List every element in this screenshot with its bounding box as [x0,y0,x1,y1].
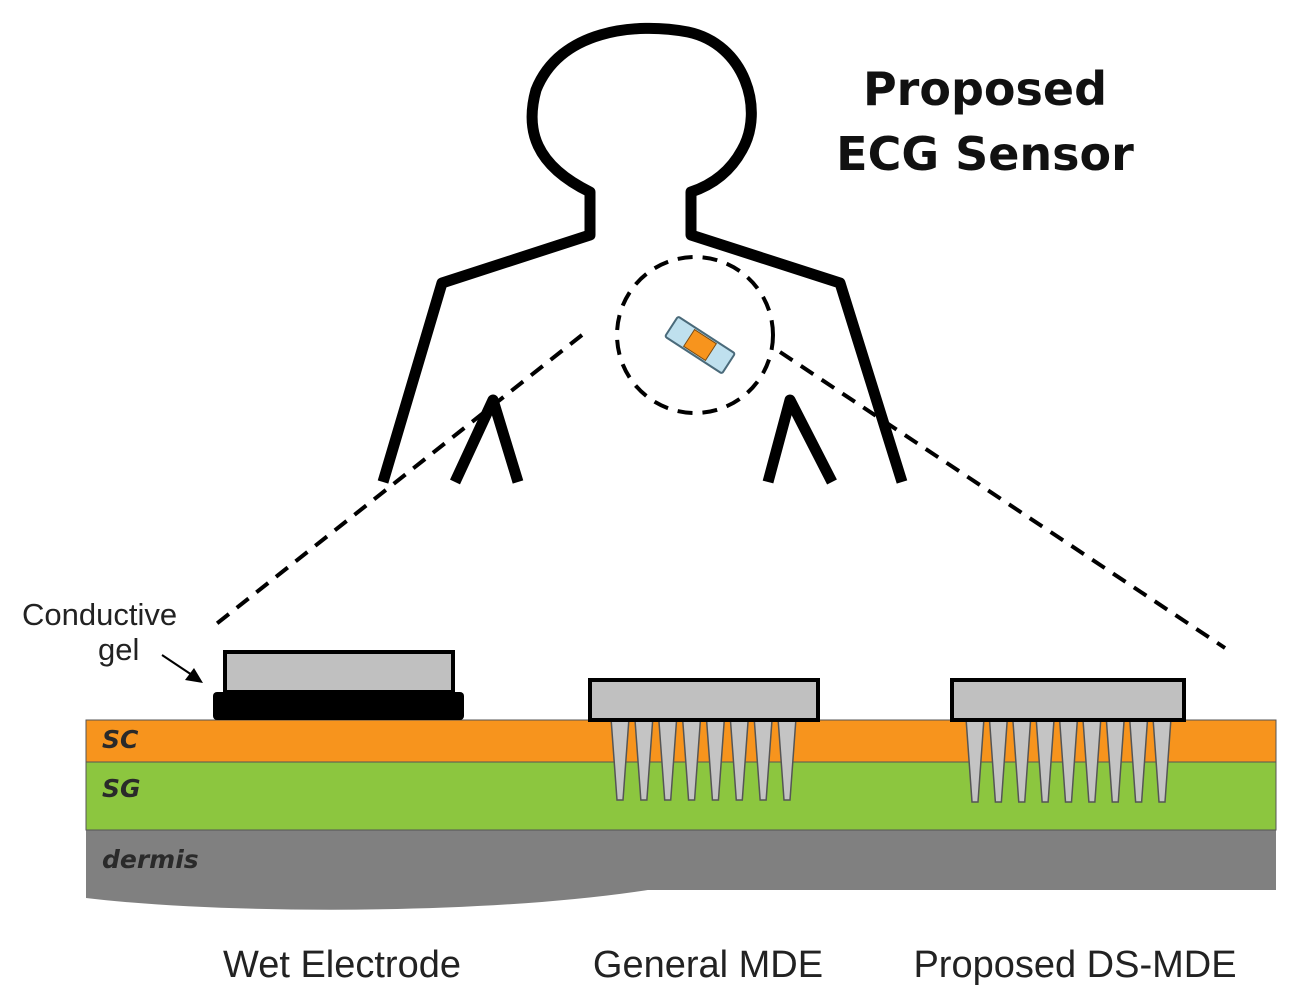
wet-electrode-body [223,650,455,694]
callout-arrow [161,654,203,683]
wet-electrode [213,650,464,720]
ecg-sensor-icon [664,316,736,374]
layer-sg [85,761,1277,831]
dermis-bottom-curve [86,830,1276,910]
zoom-line-right [778,350,1227,650]
zoom-circle [615,255,775,415]
proposed-ds-mde-body [950,678,1186,722]
title-line-2: ECG Sensor [836,127,1134,181]
right-arm-gap [762,394,837,485]
zoom-indicator [213,255,1227,650]
callout-arrowhead [185,668,203,683]
layer-label-sg: SG [102,774,141,803]
human-silhouette [377,22,908,485]
caption-wet-electrode: Wet Electrode [223,944,461,986]
skin-layers [85,719,1277,910]
callout-line-2: gel [98,632,139,667]
title-line-1: Proposed [863,62,1107,116]
sensor-core [682,328,718,362]
zoom-line-left [213,333,584,627]
wet-electrode-gel [213,692,464,720]
body-outline [377,22,908,484]
left-arm-gap [450,394,524,485]
proposed-ds-mde [950,678,1186,803]
proposed-ds-mde-needles [965,717,1172,803]
layer-label-dermis: dermis [102,845,199,874]
general-mde-body [588,678,820,722]
caption-general-mde: General MDE [593,944,823,986]
layer-label-sc: SC [102,725,139,754]
general-mde [588,678,820,801]
callout-line-1: Conductive [22,597,177,632]
caption-proposed-ds-mde: Proposed DS-MDE [913,944,1236,986]
